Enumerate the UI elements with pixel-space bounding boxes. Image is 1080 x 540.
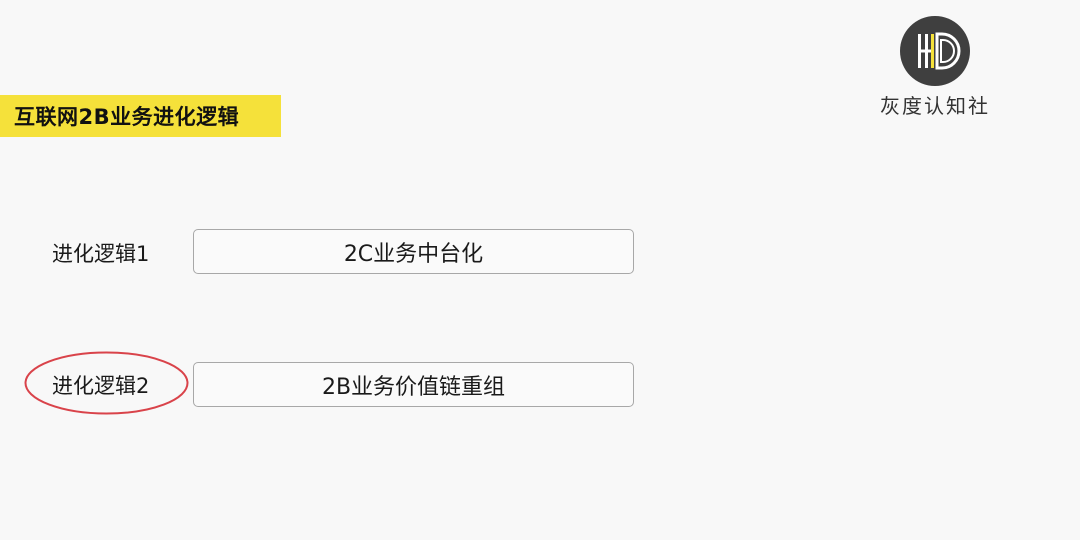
hd-monogram-icon [900,16,970,86]
page-title: 互联网2B业务进化逻辑 [14,105,240,129]
title-bar: 互联网2B业务进化逻辑 [0,95,281,137]
row-label-2: 进化逻辑2 [52,374,150,398]
highlight-ellipse [24,351,189,415]
row-value-box-1: 2C业务中台化 [193,229,634,274]
brand-name: 灰度认知社 [880,94,990,118]
row-label-1: 进化逻辑1 [52,242,150,266]
row-value-box-2: 2B业务价值链重组 [193,362,634,407]
brand-logo: 灰度认知社 [870,16,1000,120]
